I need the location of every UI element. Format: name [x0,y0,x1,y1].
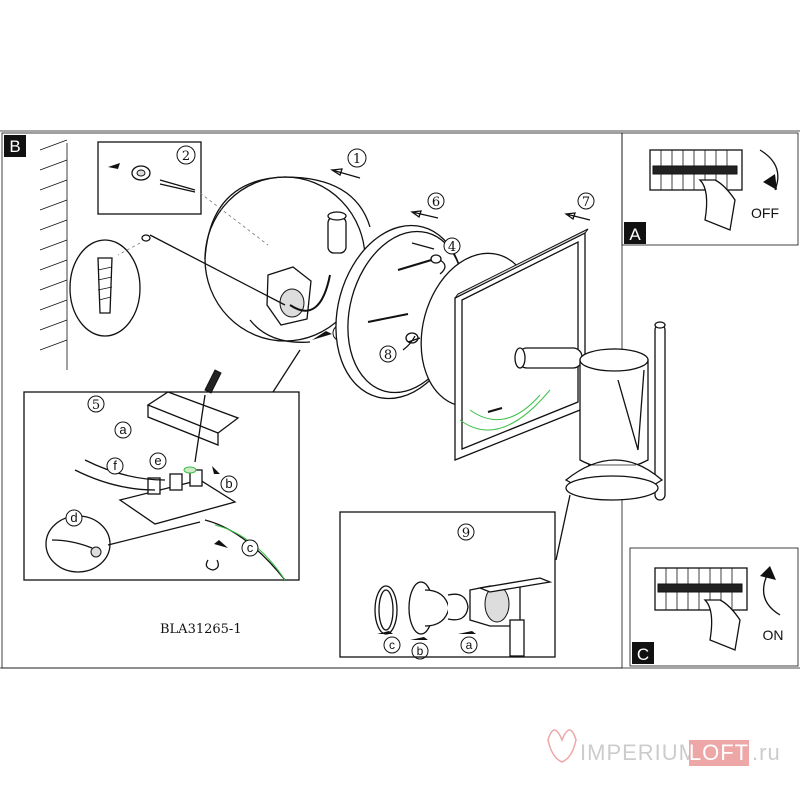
screw-icon [367,313,409,323]
wiring-label-d: d [70,510,77,525]
step-1-arrow-icon [330,168,361,179]
arrow-icon [410,637,428,640]
glass-ring-icon [374,585,398,635]
terminal-cover [146,391,240,434]
wiring-label-f: f [113,458,117,473]
step-7-arrow-icon [564,212,591,221]
panel-b-letter: B [9,137,20,156]
rotate-arrow-icon [439,259,446,275]
wiring-label-a: a [119,422,127,437]
bulb-label-b: b [417,644,424,658]
dowel-inset [69,234,151,337]
rotate-arrow-icon [402,335,416,351]
step-6-circle [427,192,445,210]
mounting-box [149,176,371,343]
step-9-circle [457,523,475,541]
bulb-label-a: a [466,638,473,652]
step-4-circle [443,237,461,255]
step-5-number: 5 [92,398,100,413]
watermark-text-3: .ru [752,740,781,765]
step-1-number: 1 [353,152,361,167]
step-9-inset: 9 c b a [339,511,556,660]
arrow-icon [108,163,120,169]
off-label: OFF [751,205,779,221]
panel-b: B 2 [1,132,666,669]
wiring-label-c: c [247,540,254,555]
hand-icon [698,179,736,231]
watermark-text-1: IMPERIUM [580,740,698,765]
step-2-inset: 2 [97,141,202,215]
step-3-arrow-icon [312,331,332,340]
bulb-label-c: c [389,638,395,652]
step-4-arrow-icon [411,242,435,250]
screwdriver-icon [204,369,222,394]
step-7-circle [577,192,595,210]
arrow-icon [377,631,393,634]
panel-a-letter: A [629,225,641,244]
step-8-circle [379,345,397,363]
arrow-icon [487,407,503,413]
model-code: BLA31265-1 [160,622,242,637]
breaker-panel-icon [654,567,748,611]
breaker-panel-icon [649,149,743,191]
arrow-icon [214,540,228,548]
lamp-arm [517,347,583,369]
panel-c: C ON [629,547,799,667]
mounting-stud-icon [327,216,347,254]
panel-a: A OFF [621,132,799,246]
arrow-icon [212,466,220,474]
bulb-icon [447,593,469,621]
wiring-label-e: e [154,453,161,468]
step-5-circle [87,395,105,413]
step-9-number: 9 [462,526,470,541]
panel-c-letter: C [637,645,649,664]
step-7-number: 7 [582,195,590,210]
logo-icon [547,729,577,763]
arrow-icon [458,631,476,634]
step-6-number: 6 [432,195,440,210]
screw-icon [159,179,196,193]
wall-plug-icon [97,257,113,314]
watermark: IMPERIUM LOFT .ru [547,729,781,766]
lamp-head [514,321,666,561]
watermark-text-2: LOFT [689,740,749,765]
step-2-number: 2 [182,149,190,164]
step-8-number: 8 [384,348,392,363]
lamp-rod [654,324,666,501]
step-4-number: 4 [448,240,456,255]
step-2-circle [176,145,196,165]
on-label: ON [763,627,784,643]
drill-hole-icon [141,234,151,242]
step-5-inset: 5 a b c d [23,349,301,581]
switch-arrow-icon [762,572,781,616]
hand-icon [703,599,741,651]
panel-b-letter-box [4,135,26,157]
wiring-label-b: b [225,476,232,491]
step-6-arrow-icon [410,210,439,219]
wall-hatch [39,139,68,370]
step-1-circle [347,148,367,168]
